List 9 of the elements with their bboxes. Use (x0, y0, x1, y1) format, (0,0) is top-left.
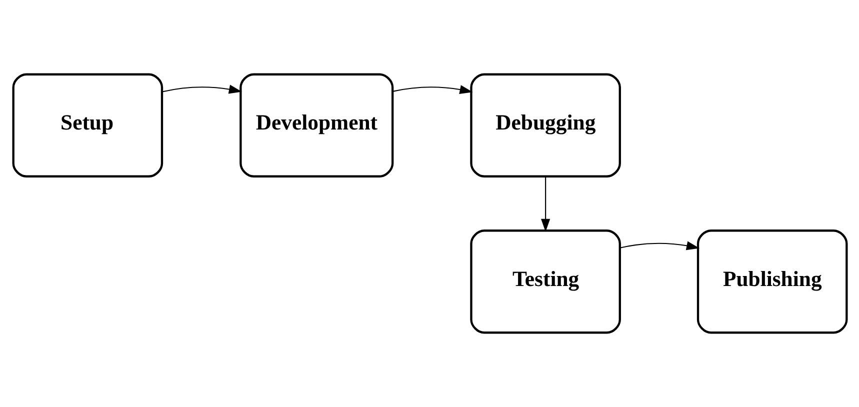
arrow (162, 84, 242, 94)
arrow (619, 241, 700, 250)
node-box: Setup (12, 73, 163, 178)
node-box: Publishing (696, 230, 848, 334)
node-box: Debugging (470, 73, 620, 178)
node-box: Development (239, 73, 394, 178)
arrow (540, 176, 550, 232)
node-box: Testing (470, 230, 620, 334)
arrow (392, 85, 472, 94)
